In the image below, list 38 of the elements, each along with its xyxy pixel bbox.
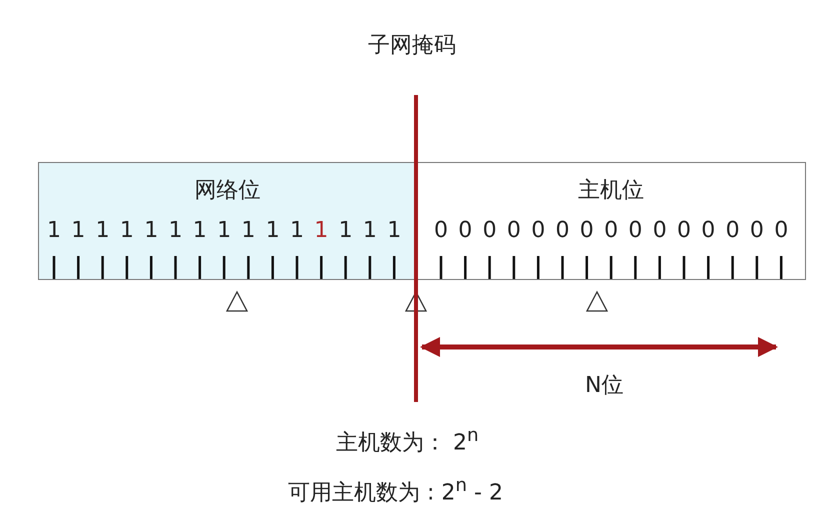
bit-digit: 0 (482, 218, 498, 243)
bit-digit: 1 (118, 218, 135, 243)
bit-digit: 1 (240, 218, 256, 243)
bit-digit: 0 (652, 218, 668, 243)
bit-digit: 1 (168, 218, 184, 243)
bit-digit: 0 (506, 218, 522, 243)
bit-digit: 1 (216, 218, 232, 243)
bit-digit: 0 (578, 218, 595, 243)
bit-digit: 0 (773, 218, 790, 243)
bit-digit: 1 (70, 218, 86, 243)
bit-count-label: N位 (585, 372, 624, 400)
usable-host-formula: 可用主机数为 : 2$^{n}$ - 2 (288, 475, 503, 508)
bit-digit: 1 (313, 218, 330, 243)
network-bits-panel (38, 162, 417, 280)
bit-digit: 1 (264, 218, 281, 243)
bit-digit: 1 (46, 218, 62, 243)
bit-digit: 0 (554, 218, 570, 243)
panel-heading: 网络位 (194, 177, 262, 205)
bit-digit: 0 (700, 218, 716, 243)
diagram-title: 子网掩码 (367, 32, 457, 60)
bit-digit: 1 (289, 218, 305, 243)
bit-digit: 0 (676, 218, 692, 243)
bit-digit: 0 (748, 218, 765, 243)
host-count-formula: 主机数为： 2$^{n}$ (336, 425, 479, 458)
bit-digit: 1 (192, 218, 208, 243)
bit-digit: 1 (338, 218, 354, 243)
bit-digit: 0 (433, 218, 449, 243)
bit-digit: 0 (627, 218, 644, 243)
bit-digit: 0 (457, 218, 474, 243)
bit-digit: 1 (386, 218, 402, 243)
bit-digit: 1 (362, 218, 378, 243)
bit-digit: 1 (94, 218, 111, 243)
bit-digit: 0 (530, 218, 546, 243)
bit-digit: 1 (143, 218, 160, 243)
bit-digit: 0 (603, 218, 620, 243)
bit-digit: 0 (724, 218, 741, 243)
panel-heading: 主机位 (577, 177, 645, 205)
host-bits-panel (416, 162, 806, 280)
